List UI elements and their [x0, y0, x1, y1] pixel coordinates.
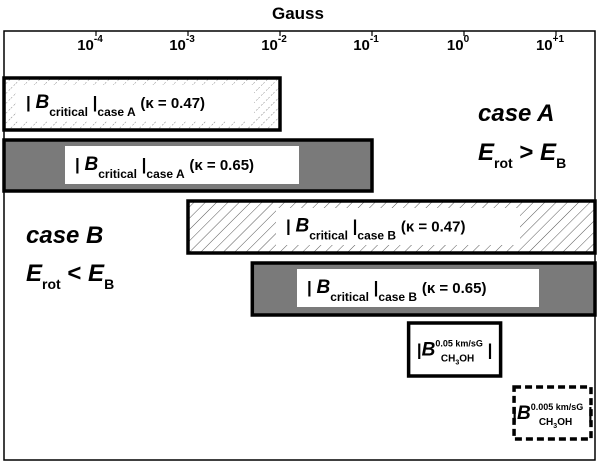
bar-case-a-047: | Bcritical |case A (κ = 0.47)	[2, 76, 282, 132]
annotation-relation: Erot > EB	[478, 139, 566, 171]
chart-title: Gauss	[272, 4, 324, 23]
x-axis: 10-4 10-3 10-2 10-1 100 10+1	[77, 31, 564, 54]
box-ch3oh-005: |B0.05 km/sG |CH3OH	[406, 321, 503, 378]
annotation-relation: Erot < EB	[26, 260, 114, 292]
box-label: |B0.005 km/sG |	[512, 402, 593, 424]
bar-label: | Bcritical |case B (κ = 0.47)	[286, 216, 466, 243]
bar-label: | Bcritical |case B (κ = 0.65)	[307, 277, 487, 304]
bar-label: | Bcritical |case A (κ = 0.47)	[26, 92, 205, 119]
box-label: |B0.05 km/sG |	[417, 339, 493, 361]
x-tick-label: 10-4	[77, 34, 103, 54]
x-tick-label: 10+1	[536, 34, 565, 54]
bar-case-b-065: | Bcritical |case B (κ = 0.65)	[250, 261, 597, 317]
box-subscript: CH3OH	[539, 417, 572, 430]
box-ch3oh-0005: |B0.005 km/sG |CH3OH	[512, 385, 593, 441]
value-box	[406, 321, 503, 378]
bar-label-bg	[16, 85, 254, 121]
annotation-title: case A	[478, 100, 555, 127]
x-tick-label: 10-1	[353, 34, 379, 54]
bar-case-b-047: | Bcritical |case B (κ = 0.47)	[186, 199, 597, 255]
bar-label-bg	[276, 208, 520, 245]
annotation-title: case B	[26, 222, 103, 249]
bar-label: | Bcritical |case A (κ = 0.65)	[75, 154, 254, 181]
bar-label-bg	[297, 269, 539, 307]
bar-case-a-065: | Bcritical |case A (κ = 0.65)	[2, 138, 374, 193]
x-tick-label: 100	[447, 34, 470, 54]
x-tick-label: 10-3	[169, 34, 195, 54]
box-subscript: CH3OH	[441, 354, 474, 367]
value-box	[512, 385, 593, 441]
case-b-label: case B Erot < EB	[26, 222, 114, 292]
bars: | Bcritical |case A (κ = 0.47) | Bcritica…	[2, 76, 597, 441]
bar-label-bg	[65, 146, 299, 184]
annotations: case A Erot > EB case B Erot < EB	[26, 100, 566, 292]
x-tick-label: 10-2	[261, 34, 287, 54]
case-a-label: case A Erot > EB	[478, 100, 566, 171]
